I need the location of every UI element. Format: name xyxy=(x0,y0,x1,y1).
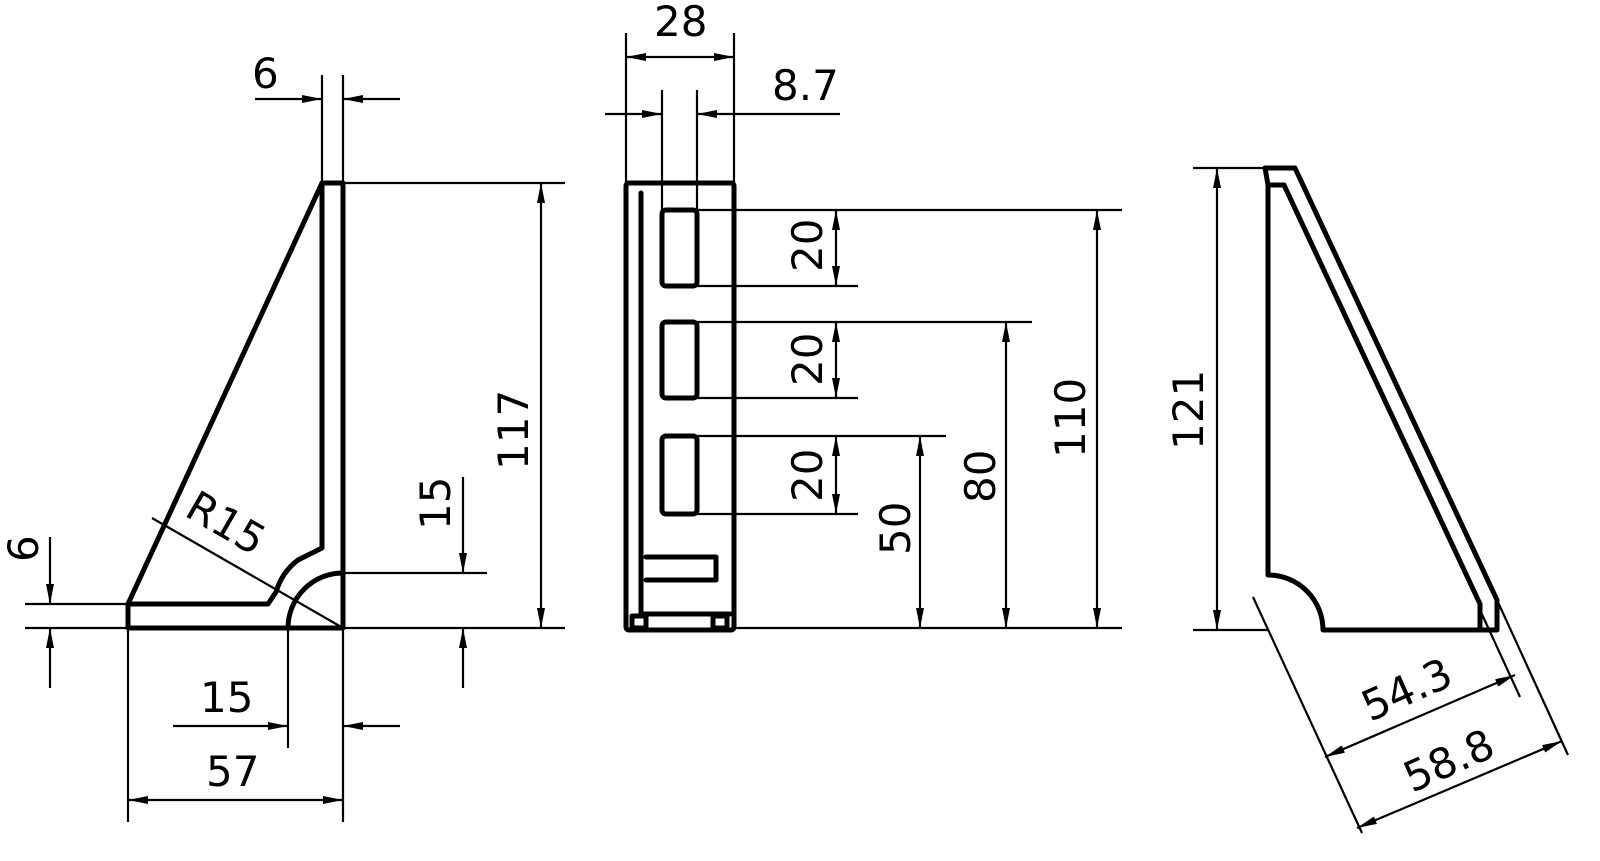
front-inner-edge xyxy=(638,190,733,617)
slot xyxy=(659,207,700,289)
dim-label: 54.3 xyxy=(1354,648,1459,731)
dim-label: 28 xyxy=(654,0,707,46)
slot xyxy=(659,433,700,517)
foot xyxy=(710,613,730,631)
dim-label: 6 xyxy=(0,535,48,562)
dim-oblique xyxy=(1252,596,1570,834)
front-outline xyxy=(623,180,737,633)
dim-label: R15 xyxy=(178,481,274,565)
dim-radius-leader xyxy=(151,517,344,629)
dim-label: 121 xyxy=(1164,370,1213,450)
dim-label: 8.7 xyxy=(772,61,839,110)
dim-slot-offset xyxy=(605,90,840,210)
dim-label: 57 xyxy=(206,747,259,796)
side-outline-profile xyxy=(125,180,346,631)
dim-label: 117 xyxy=(489,390,538,470)
bottom-slot xyxy=(643,554,719,583)
dim-width xyxy=(624,33,736,183)
dim-label: 110 xyxy=(1046,378,1095,458)
dim-label: 20 xyxy=(783,333,832,386)
foot xyxy=(629,613,649,631)
dim-fillet-height xyxy=(343,477,487,688)
extension-lines xyxy=(697,208,1122,630)
side-outline xyxy=(125,180,346,631)
dim-fillet-width xyxy=(173,628,400,748)
front-view: 28 8.7 20 20 20 50 80 110 xyxy=(605,0,1122,633)
rear-view: 121 54.3 58.8 xyxy=(1164,165,1570,834)
dim-thickness-top xyxy=(255,75,400,183)
side-view: 6 117 15 6 R15 15 xyxy=(0,49,565,822)
dim-label: 20 xyxy=(783,219,832,272)
dim-height xyxy=(1193,166,1268,632)
rear-inner-edge xyxy=(1265,182,1483,633)
dim-width xyxy=(126,628,345,822)
dim-label: 15 xyxy=(200,673,253,722)
dim-height xyxy=(343,181,565,630)
dim-label: 20 xyxy=(783,449,832,502)
dim-label: 50 xyxy=(871,502,920,555)
dim-label: 15 xyxy=(411,477,460,530)
dim-label: 80 xyxy=(956,450,1005,503)
rear-outline xyxy=(1262,165,1500,633)
dim-label: 6 xyxy=(252,49,279,98)
slot xyxy=(659,319,700,401)
dim-thickness-base xyxy=(25,537,128,688)
